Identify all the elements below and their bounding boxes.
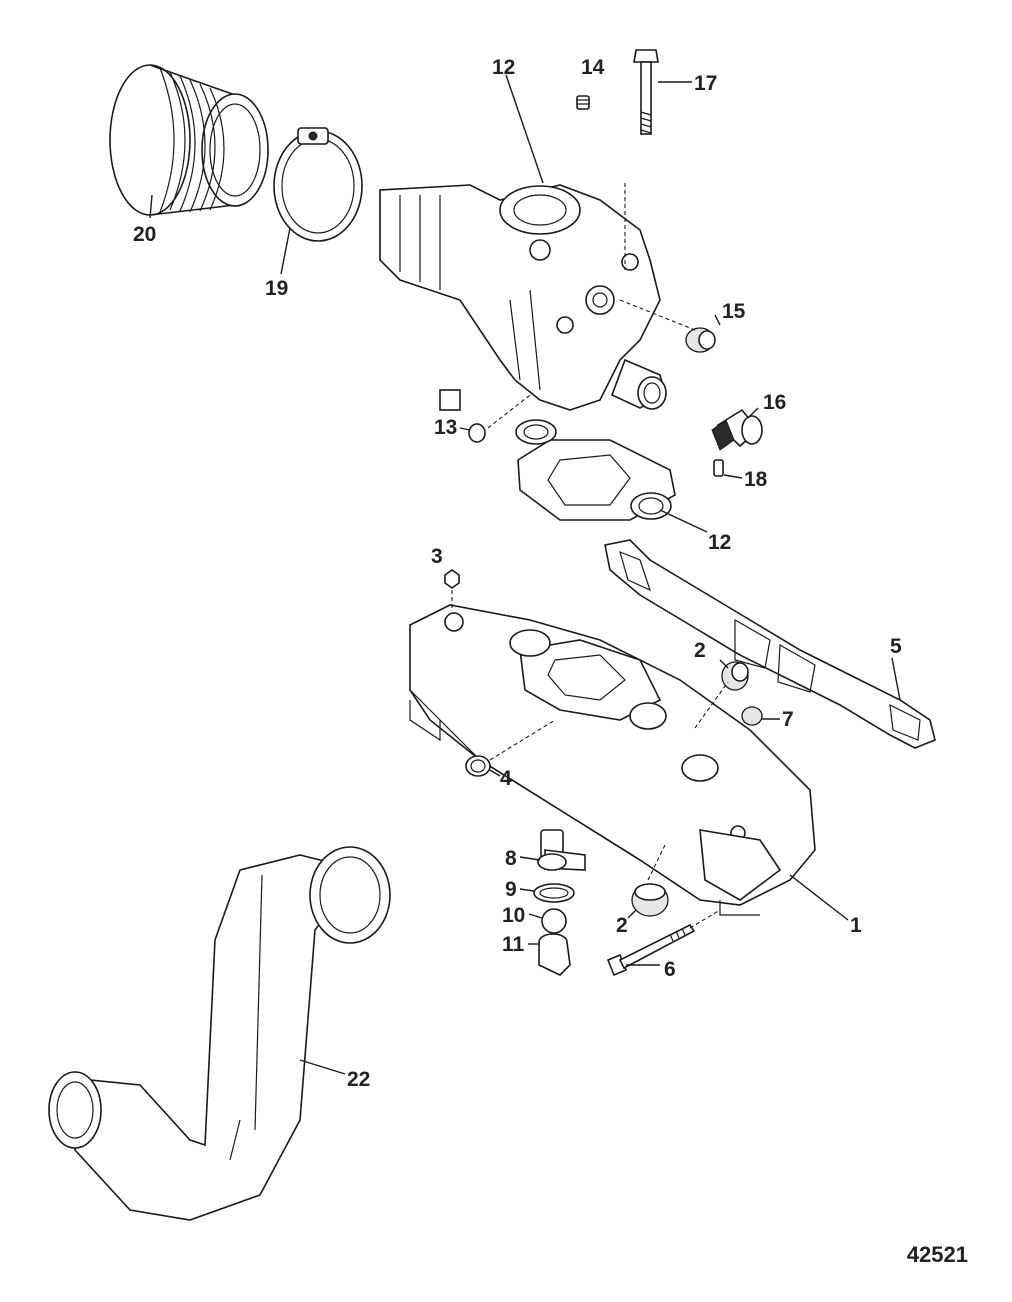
part-21-bellows [109,64,269,216]
part-11-elbow-fitting [538,933,571,976]
callout-1: 1 [850,914,862,937]
callout-4: 4 [500,767,512,790]
callout-2-upper: 2 [694,639,706,662]
part-3-nut [444,569,460,589]
callout-11: 11 [502,933,525,956]
part-22-exhaust-pipe [48,846,391,1221]
part-5-manifold-gasket [604,539,936,749]
part-18-bolt [633,49,659,135]
assembly-lines [451,183,729,929]
part-19-drain-valve [713,459,724,477]
callout-18: 17 [694,72,717,95]
callout-2-lower: 2 [616,914,628,937]
part-12-gasket [515,419,676,521]
callout-20: 19 [265,277,288,300]
callout-10: 10 [502,904,525,927]
callout-19: 18 [744,468,768,491]
part-8-tee-fitting [537,829,586,871]
callout-16: 15 [722,300,746,323]
part-13-exhaust-elbow [379,184,667,411]
callout-3: 3 [431,545,443,568]
callout-22: 22 [347,1068,370,1091]
part-6-long-bolt [606,923,696,977]
callout-labels: 12 14 17 20 19 15 16 13 18 12 3 5 2 7 4 … [133,56,902,1091]
callout-14: 13 [434,416,457,439]
part-17-hose-fitting [711,408,763,451]
leader-lines [149,74,901,1075]
callout-21: 20 [133,223,156,246]
part-4-o-ring [465,755,491,777]
callout-12: 12 [708,531,731,554]
part-1-exhaust-manifold [409,604,816,916]
callout-8: 8 [505,847,517,870]
callout-15: 14 [581,56,605,79]
callout-6: 6 [664,958,676,981]
part-2-pipe-plug-lower [631,883,669,917]
part-16-pipe-plug [685,327,716,353]
part-10-check-ball [541,908,567,934]
figure-number: 42521 [906,1242,968,1267]
part-20-hose-clamp [273,127,363,242]
part-2-pipe-plug-upper [721,661,749,691]
callout-7: 7 [782,708,794,731]
callout-17: 16 [763,391,786,414]
part-9-o-ring [533,883,575,903]
callout-9: 9 [505,878,517,901]
callout-13: 12 [492,56,515,79]
part-15-set-screw [576,95,590,110]
part-7-pipe-plug [741,706,763,726]
callout-5: 5 [890,635,902,658]
part-14-cup-plug [468,423,486,443]
